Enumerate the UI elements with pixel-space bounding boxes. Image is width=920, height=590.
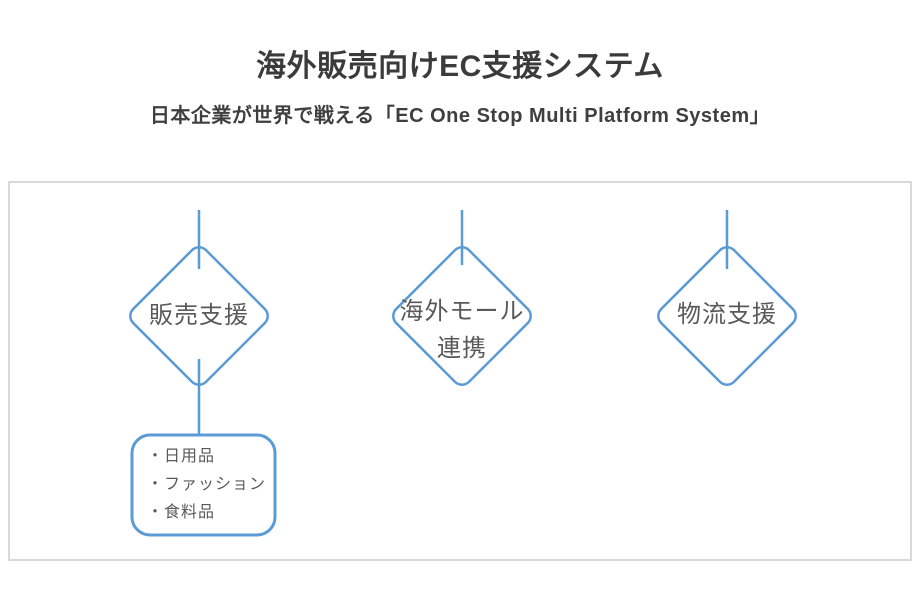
diamond-label-text: 物流支援: [677, 301, 777, 328]
detail-list-item: ・日用品: [147, 448, 216, 465]
diamond-label-sales-support: 販売支援: [129, 301, 269, 331]
detail-box: [130, 433, 277, 537]
diamond-logistics-support: [657, 246, 797, 386]
diamond-label-text: 販売支援: [149, 302, 249, 329]
diamond-label-line-2: 連携: [437, 335, 487, 362]
diamond-label-line-1: 海外モール: [399, 298, 525, 325]
page-subtitle: 日本企業が世界で戦える「EC One Stop Multi Platform S…: [149, 105, 771, 127]
detail-box-list: ・日用品 ・ファッション ・食料品: [147, 443, 266, 527]
diagram-canvas: [129, 210, 797, 537]
diamond-label-logistics-support: 物流支援: [657, 300, 797, 330]
diamond-sales-support: [129, 246, 269, 386]
diamond-label-overseas-mall: 海外モール 連携: [392, 293, 532, 367]
detail-list-item: ・食料品: [147, 504, 216, 521]
detail-list-item: ・ファッション: [147, 476, 267, 493]
diamond-overseas-mall: [392, 246, 532, 386]
page-title: 海外販売向けEC支援システム: [256, 50, 664, 83]
diagram-panel: 販売支援 海外モール 連携 物流支援 ・日用品 ・ファッション ・食料品: [8, 181, 912, 561]
